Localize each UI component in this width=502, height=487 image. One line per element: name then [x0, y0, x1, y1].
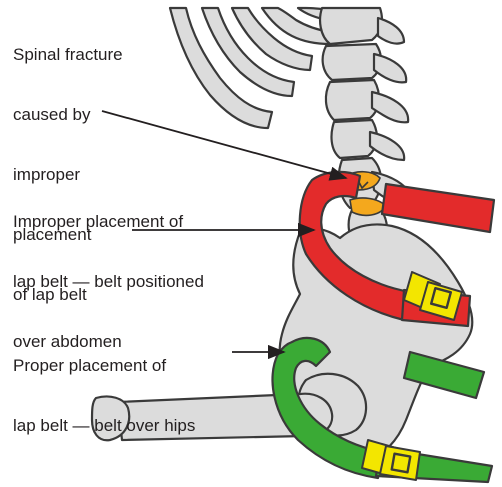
label-line: Spinal fracture: [13, 45, 123, 65]
rib-cage: [170, 8, 330, 128]
label-line: lap belt — belt positioned: [13, 272, 204, 292]
label-line: lap belt — belt over hips: [13, 416, 195, 436]
fracture-leader: [102, 111, 346, 178]
label-line: caused by: [13, 105, 123, 125]
label-line: Proper placement of: [13, 356, 195, 376]
proper-placement-label: Proper placement of lap belt — belt over…: [13, 316, 195, 456]
label-line: Improper placement of: [13, 212, 204, 232]
improper-lap-belt: [382, 184, 494, 232]
